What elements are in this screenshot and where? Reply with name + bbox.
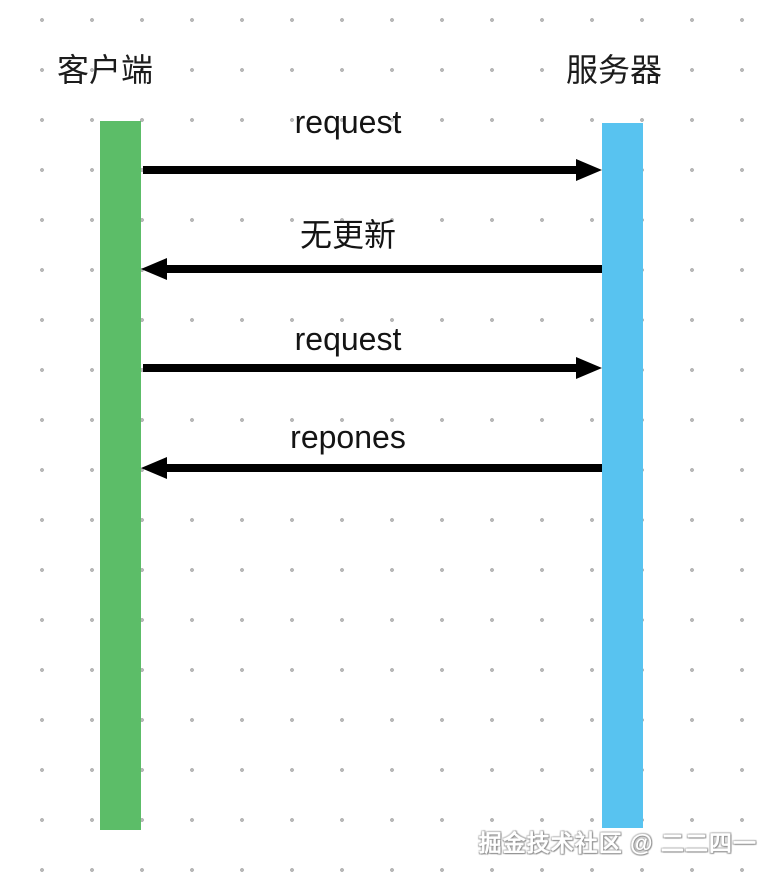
arrow-right-icon: [141, 159, 602, 181]
client-lifeline-bar: [100, 121, 141, 830]
arrow-shaft: [143, 364, 582, 372]
message-label-repones: repones: [290, 419, 406, 455]
arrow-shaft: [161, 464, 602, 472]
arrow-left-icon: [141, 258, 602, 280]
arrow-right-icon: [141, 357, 602, 379]
arrowhead-icon: [576, 357, 602, 379]
arrow-shaft: [161, 265, 602, 273]
arrowhead-icon: [141, 258, 167, 280]
message-label-request-1: request: [294, 104, 402, 140]
arrow-left-icon: [141, 457, 602, 479]
actor-label-client: 客户端: [57, 52, 154, 88]
arrowhead-icon: [576, 159, 602, 181]
actor-label-server: 服务器: [566, 52, 663, 88]
arrow-shaft: [143, 166, 582, 174]
watermark-text: 掘金技术社区 @ 二二四一: [478, 830, 757, 856]
message-label-no-update: 无更新: [299, 217, 396, 253]
server-lifeline-bar: [602, 123, 643, 828]
arrowhead-icon: [141, 457, 167, 479]
message-label-request-2: request: [294, 321, 402, 357]
